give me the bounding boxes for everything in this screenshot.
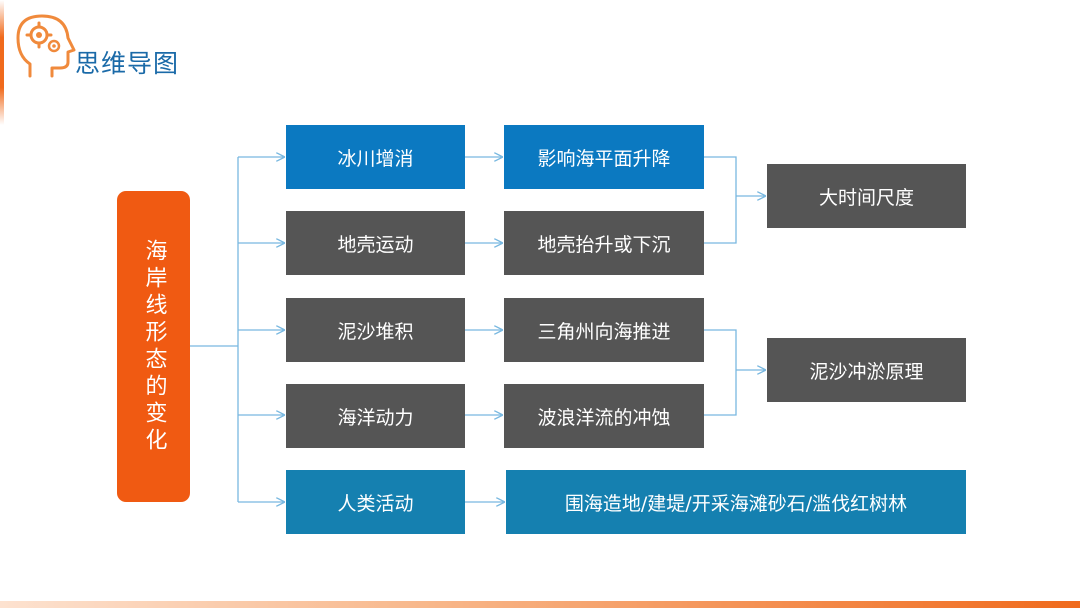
left-accent-bar <box>0 0 4 125</box>
effect-group-bracket <box>704 156 737 244</box>
effect-node-human-impacts: 围海造地/建堤/开采海滩砂石/滥伐红树林 <box>506 470 966 534</box>
effect-node-sea-level: 影响海平面升降 <box>504 125 704 189</box>
factor-node-sediment: 泥沙堆积 <box>286 298 465 362</box>
factor-node-human-activity: 人类活动 <box>286 470 465 534</box>
group-node-large-timescale: 大时间尺度 <box>767 164 966 228</box>
effect-node-delta-advance: 三角州向海推进 <box>504 298 704 362</box>
effect-node-crust-uplift: 地壳抬升或下沉 <box>504 211 704 275</box>
effect-node-wave-erosion: 波浪洋流的冲蚀 <box>504 384 704 448</box>
factor-node-ocean-dynamics: 海洋动力 <box>286 384 465 448</box>
root-label: 海岸线形态的变化 <box>141 238 167 455</box>
effect-group-bracket <box>704 329 737 416</box>
head-gear-icon <box>16 14 76 78</box>
factor-node-glacier: 冰川增消 <box>286 125 465 189</box>
page-title: 思维导图 <box>75 49 180 78</box>
root-node: 海岸线形态的变化 <box>117 191 190 502</box>
bottom-accent-bar <box>0 601 1080 608</box>
group-node-sediment-principle: 泥沙冲淤原理 <box>767 338 966 402</box>
factor-node-crustal-movement: 地壳运动 <box>286 211 465 275</box>
